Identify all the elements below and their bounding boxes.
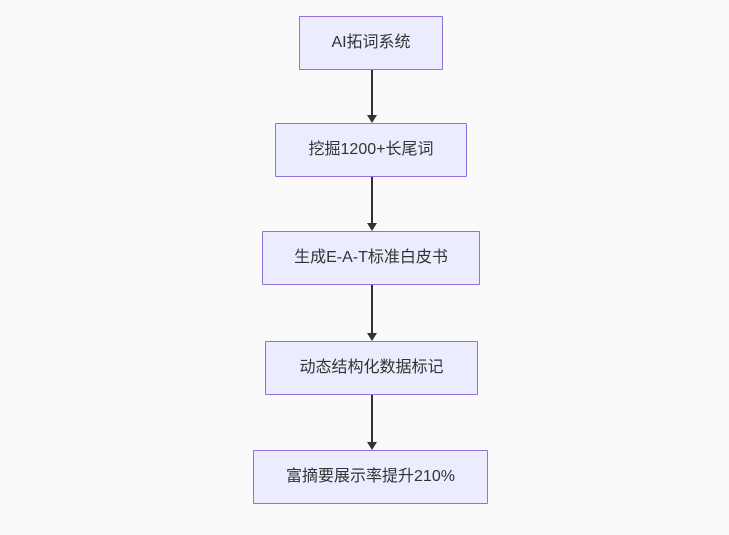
arrow-head (367, 223, 377, 231)
node-label: 生成E-A-T标准白皮书 (294, 249, 448, 266)
flow-node-ai-word-system: AI拓词系统 (299, 16, 443, 70)
flow-node-eat-whitepaper: 生成E-A-T标准白皮书 (262, 231, 480, 285)
node-label: 富摘要展示率提升210% (286, 468, 455, 485)
arrow-head (367, 442, 377, 450)
flow-node-rich-snippet-rate: 富摘要展示率提升210% (253, 450, 488, 504)
node-label: 挖掘1200+长尾词 (308, 141, 434, 158)
arrow-down-icon (366, 70, 378, 123)
arrow-down-icon (366, 395, 378, 450)
arrow-down-icon (366, 177, 378, 231)
node-label: AI拓词系统 (331, 34, 411, 51)
flow-node-structured-data: 动态结构化数据标记 (265, 341, 478, 395)
arrow-line (371, 70, 373, 115)
arrow-down-icon (366, 285, 378, 341)
arrow-head (367, 333, 377, 341)
flow-node-longtail-keywords: 挖掘1200+长尾词 (275, 123, 467, 177)
arrow-line (371, 177, 373, 223)
arrow-line (371, 285, 373, 333)
arrow-head (367, 115, 377, 123)
arrow-line (371, 395, 373, 442)
node-label: 动态结构化数据标记 (299, 359, 444, 376)
